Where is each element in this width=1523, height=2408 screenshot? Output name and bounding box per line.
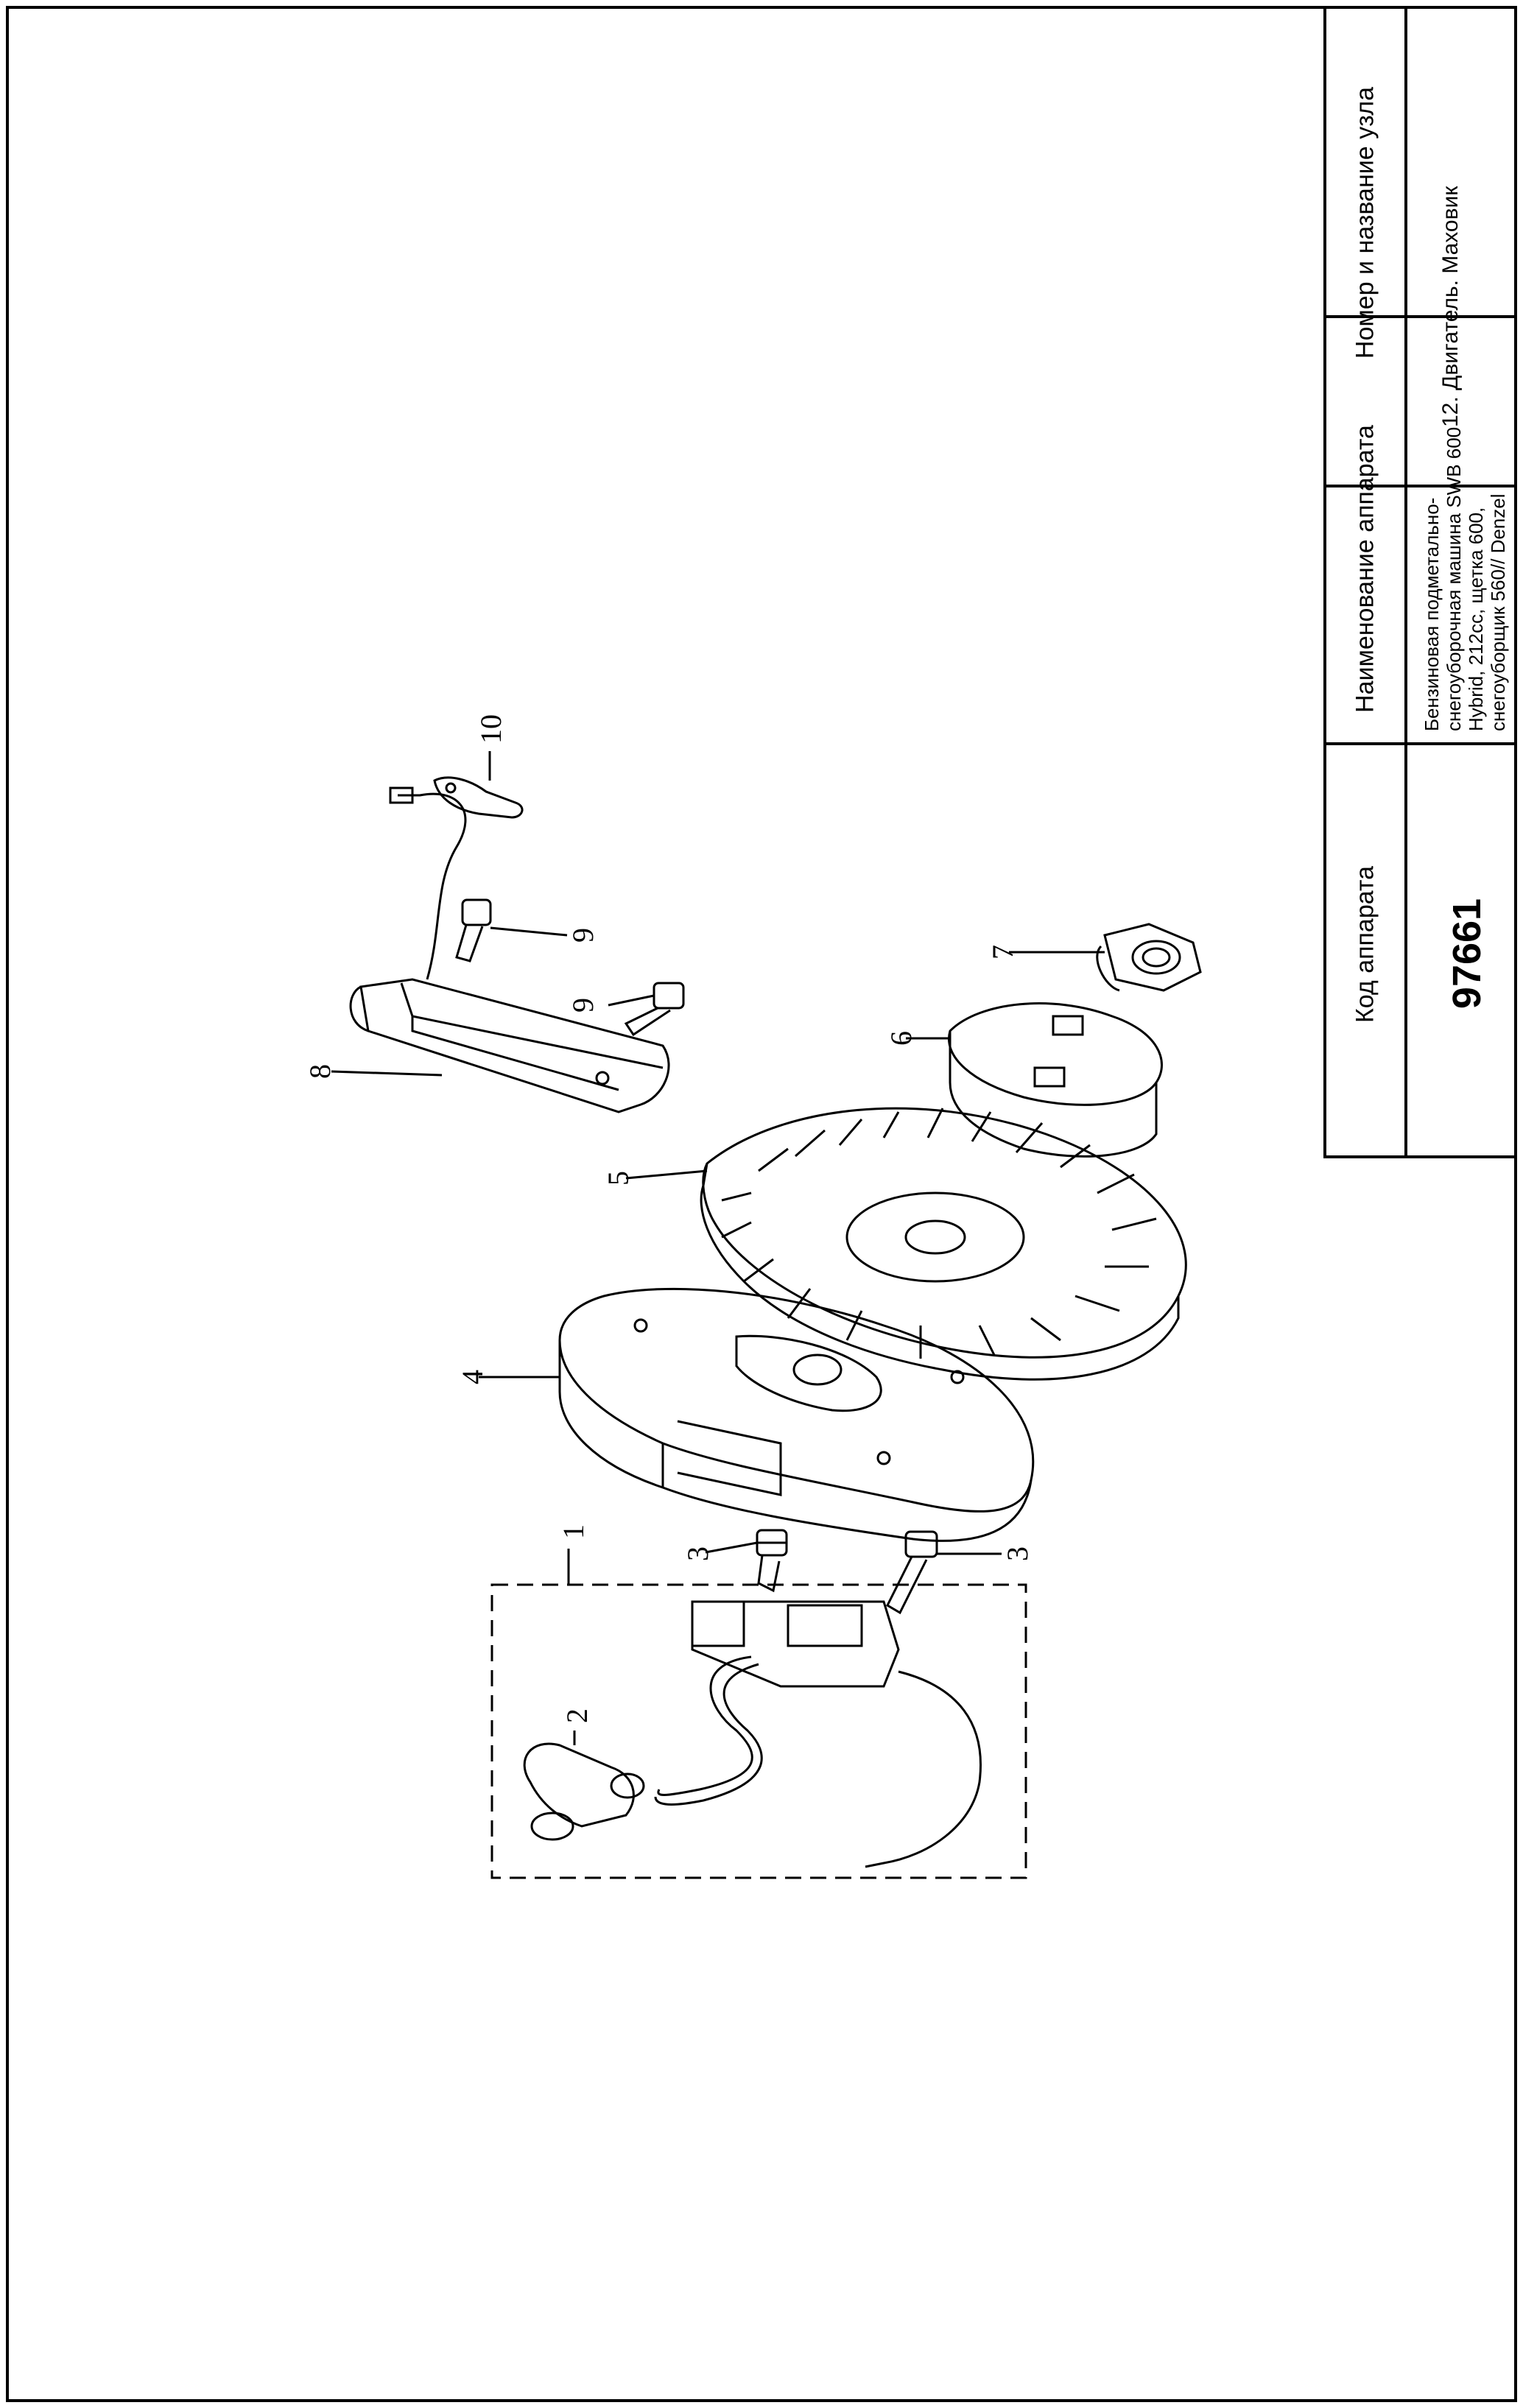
callout-7: 7	[986, 945, 1019, 960]
flywheel-part	[700, 1107, 1187, 1381]
leader-8	[331, 1070, 443, 1077]
starter-cup-part	[948, 1002, 1163, 1158]
screw-3-upper	[756, 1529, 788, 1593]
callout-2: 2	[560, 1708, 594, 1723]
callout-10: 10	[474, 714, 507, 744]
callout-3-lower: 3	[1001, 1546, 1034, 1561]
flange-nut-part	[1096, 923, 1202, 992]
mounting-plate-part	[558, 1287, 1035, 1542]
screw-9-upper	[455, 898, 492, 962]
callout-1: 1	[557, 1524, 590, 1539]
callout-8: 8	[303, 1064, 337, 1079]
wire-clip-part	[433, 776, 524, 819]
leader-9-upper	[490, 926, 568, 937]
title-block-divider-3	[1326, 485, 1517, 487]
title-block-divider-vertical	[1404, 6, 1407, 1155]
ignition-coil-part	[654, 1600, 982, 1868]
leader-5	[625, 1169, 708, 1180]
title-block-divider-1	[1326, 742, 1517, 745]
title-block-divider-2	[1326, 315, 1517, 318]
screw-3-lower	[886, 1530, 938, 1615]
callout-9-lower: 9	[566, 998, 599, 1013]
leader-3-upper	[705, 1541, 758, 1554]
trigger-coil-part	[349, 786, 670, 1113]
screw-9-lower	[624, 982, 685, 1037]
callout-9-upper: 9	[566, 928, 599, 943]
drawing-sheet	[6, 6, 1517, 2402]
ignition-coil-assembly-boundary	[490, 1583, 1027, 1879]
callout-4: 4	[456, 1370, 489, 1384]
callout-3-upper: 3	[681, 1546, 714, 1561]
callout-5: 5	[602, 1171, 635, 1186]
leader-9-lower	[608, 994, 655, 1007]
spark-plug-cap-part	[523, 1731, 645, 1841]
callout-6: 6	[884, 1031, 918, 1046]
title-block: Код аппарата Наименование аппарата Номер…	[1323, 6, 1517, 1158]
